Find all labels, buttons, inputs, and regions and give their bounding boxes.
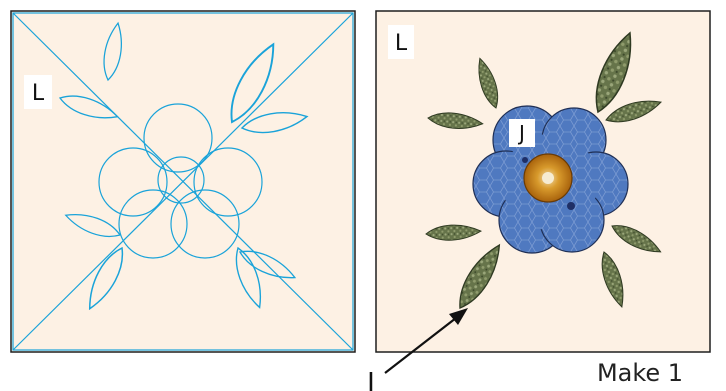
left-label-box bbox=[24, 75, 52, 109]
right-panel-label: L bbox=[395, 31, 408, 56]
pattern-diagonal-2 bbox=[12, 12, 354, 351]
flower-dot-1 bbox=[567, 202, 575, 210]
flower-center-outline bbox=[157, 156, 205, 204]
flower-label-box bbox=[509, 119, 535, 147]
right-label-box bbox=[388, 25, 414, 59]
make-count-caption: Make 1 bbox=[597, 359, 683, 387]
pattern-outline bbox=[12, 12, 354, 351]
left-pattern-panel: L bbox=[10, 10, 356, 353]
flower-label: J bbox=[517, 121, 525, 145]
pattern-border-square bbox=[12, 12, 354, 351]
left-panel-label: L bbox=[32, 81, 45, 106]
flower-outline-icon bbox=[98, 103, 263, 259]
right-applique-panel: J L bbox=[375, 10, 711, 353]
flower-dot-2 bbox=[522, 157, 528, 163]
pointer-arrow-icon bbox=[384, 308, 468, 374]
callout-label: I bbox=[367, 368, 375, 391]
flower-center-highlight bbox=[542, 172, 554, 184]
